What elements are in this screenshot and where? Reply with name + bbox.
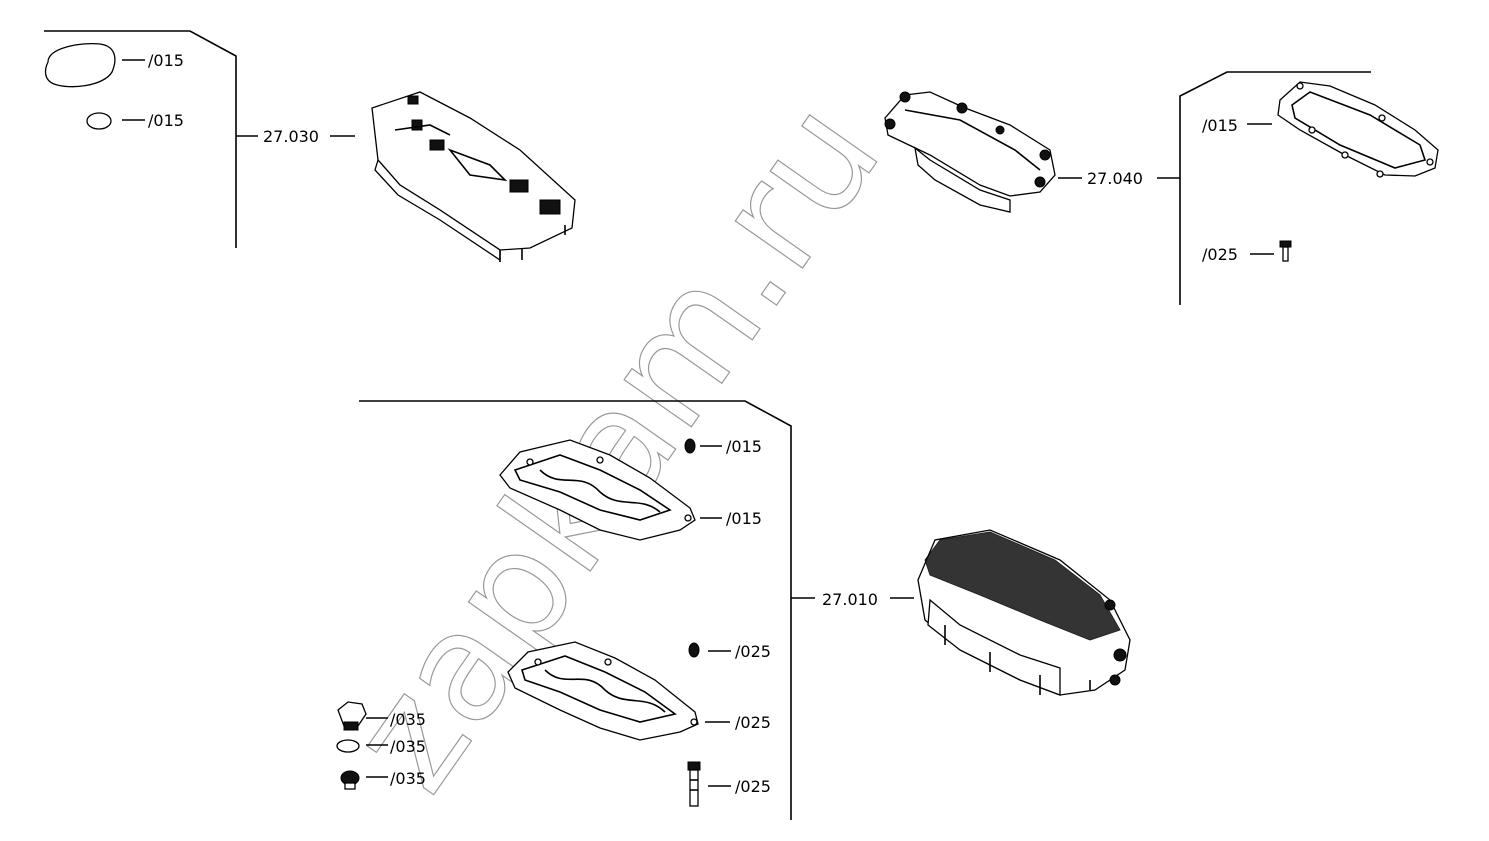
plug-icon <box>684 438 696 454</box>
bolt-icon <box>1279 240 1292 262</box>
group-27-010: /015 /015 /025 /025 <box>336 400 1131 820</box>
plug-icon <box>340 770 360 790</box>
callout-015-b: /015 <box>148 111 184 130</box>
washer-icon <box>336 739 360 753</box>
callout-015-d: /015 <box>726 509 762 528</box>
callout-025-d: /025 <box>735 777 771 796</box>
gasket-plate-icon <box>1277 81 1439 178</box>
callout-035-b: /035 <box>390 737 426 756</box>
callout-015-e: /015 <box>726 437 762 456</box>
assembly-label-27-040: 27.040 <box>1087 169 1143 188</box>
plug-icon <box>688 642 700 658</box>
group-27-030: /015 /015 27.030 <box>44 30 576 262</box>
assembly-label-27-010: 27.010 <box>822 590 878 609</box>
callout-015-a: /015 <box>148 51 184 70</box>
valve-body-icon <box>371 91 576 262</box>
callout-025-b: /025 <box>735 713 771 732</box>
callout-015-c: /015 <box>1202 116 1238 135</box>
oval-seal-icon <box>44 42 116 88</box>
callout-035-a: /035 <box>390 710 426 729</box>
plug-icon <box>337 701 367 731</box>
o-ring-icon <box>86 112 112 130</box>
callout-035-c: /035 <box>390 769 426 788</box>
gasket-plate-icon <box>499 439 696 541</box>
bolt-icon <box>687 761 701 807</box>
valve-body-icon <box>884 91 1056 213</box>
group-27-040: 27.040 /015 /025 <box>884 71 1439 305</box>
gasket-plate-icon <box>507 641 699 741</box>
callout-025-a: /025 <box>1202 245 1238 264</box>
assembly-label-27-030: 27.030 <box>263 127 319 146</box>
callout-025-c: /025 <box>735 642 771 661</box>
valve-body-icon <box>917 529 1131 696</box>
